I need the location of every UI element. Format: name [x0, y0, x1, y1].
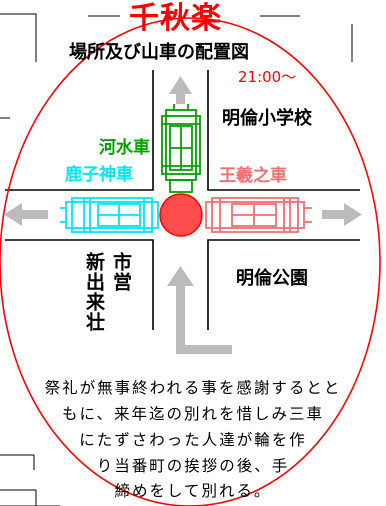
- float-east-label: 王羲之車: [219, 166, 287, 186]
- description-line: 締めをして別れる。: [114, 482, 272, 500]
- background-frame-lines: [0, 13, 353, 506]
- arrow-north: [169, 76, 192, 104]
- description-line: り当番町の挨拶の後、手: [96, 457, 290, 475]
- market-label-left: 新出来壮: [83, 252, 105, 332]
- description-line: にたずさわった人達が輪を作: [79, 431, 307, 449]
- street-blocks: [5, 70, 360, 330]
- page-title: 千秋楽: [129, 1, 222, 36]
- outer-ellipse: [0, 17, 381, 506]
- arrow-east: [322, 203, 362, 226]
- float-west-kashishin: [60, 197, 159, 233]
- market-label-right: 市営: [110, 252, 132, 292]
- float-east-ougishi: [205, 197, 312, 233]
- arrow-west: [4, 203, 48, 226]
- school-label: 明倫小学校: [222, 108, 312, 129]
- arrow-south-path: [167, 266, 232, 354]
- float-west-label: 鹿子神車: [65, 165, 133, 185]
- time-label: 21:00～: [238, 68, 297, 86]
- float-north-kawamizu: [161, 104, 201, 193]
- diagram-subtitle: 場所及び山車の配置図: [69, 42, 249, 63]
- park-label: 明倫公園: [236, 268, 308, 289]
- description-line: もに、来年迄の別れを惜しみ三車: [61, 405, 325, 423]
- float-north-label: 河水車: [99, 138, 150, 158]
- center-circle: [159, 193, 203, 237]
- description-line: 祭礼が無事終われる事を感謝するとと: [44, 379, 342, 397]
